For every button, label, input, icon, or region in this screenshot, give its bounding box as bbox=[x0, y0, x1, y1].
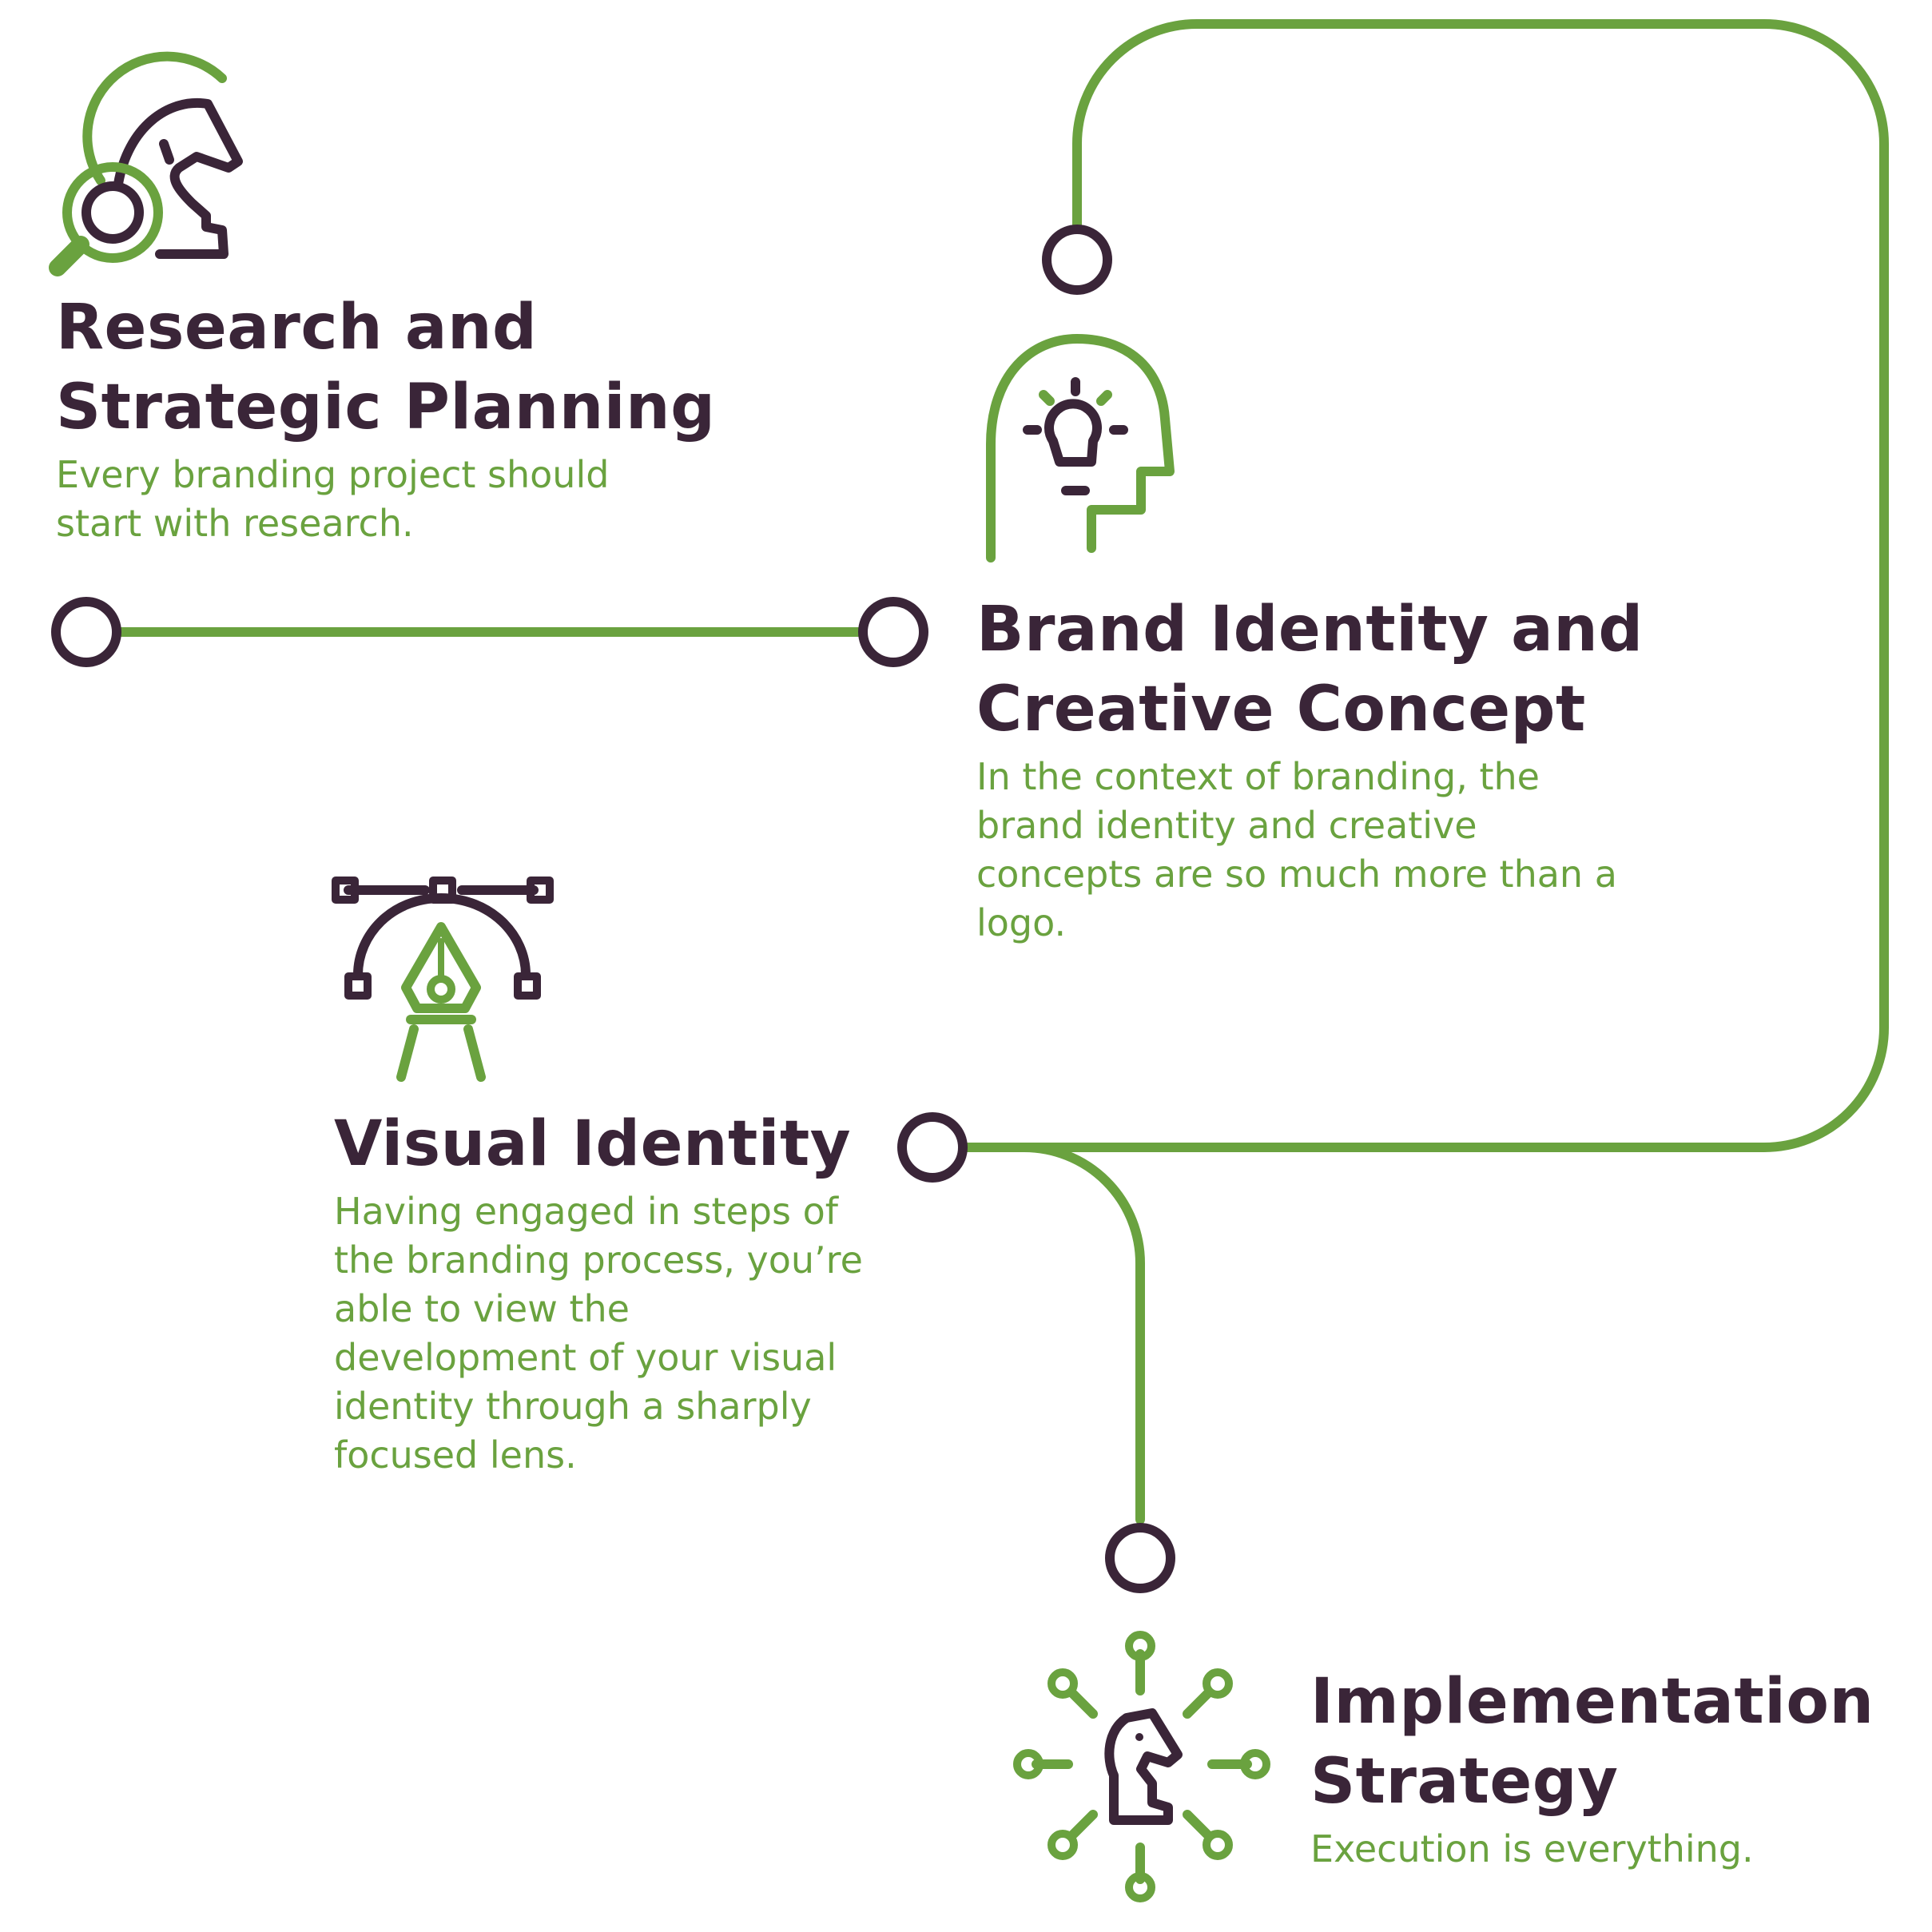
node-visual bbox=[897, 1112, 968, 1183]
node-research bbox=[51, 597, 121, 667]
head-lightbulb-icon bbox=[986, 334, 1175, 563]
node-brand-top bbox=[1042, 225, 1112, 295]
step-research: Research and Strategic Planning Every br… bbox=[56, 288, 775, 548]
step-title-line2: Strategy bbox=[1310, 1746, 1619, 1818]
knight-network-icon bbox=[1013, 1631, 1270, 1902]
step-title-line1: Brand Identity and bbox=[976, 594, 1644, 666]
knight-magnifier-icon bbox=[49, 51, 243, 276]
step-visual-identity: Visual Identity Having engaged in steps … bbox=[334, 1104, 893, 1480]
node-brand-left bbox=[858, 597, 928, 667]
step-brand-identity: Brand Identity and Creative Concept In t… bbox=[976, 590, 1695, 948]
step-title: Implementation Strategy bbox=[1310, 1662, 1902, 1822]
step-description: Every branding project should start with… bbox=[56, 453, 610, 545]
connector-brand-loop bbox=[960, 19, 1889, 1152]
step-description: In the context of branding, the brand id… bbox=[976, 755, 1617, 944]
step-title-line2: Strategic Planning bbox=[56, 372, 716, 443]
step-description: Having engaged in steps of the branding … bbox=[334, 1190, 863, 1477]
step-implementation-strategy: Implementation Strategy Execution is eve… bbox=[1310, 1662, 1902, 1874]
step-title-line2: Creative Concept bbox=[976, 674, 1586, 745]
step-title-line1: Visual Identity bbox=[334, 1108, 852, 1180]
step-title: Visual Identity bbox=[334, 1104, 893, 1184]
pen-tool-bezier-icon bbox=[332, 877, 554, 1082]
step-title-line1: Research and bbox=[56, 292, 538, 364]
step-title: Brand Identity and Creative Concept bbox=[976, 590, 1695, 749]
step-title: Research and Strategic Planning bbox=[56, 288, 775, 447]
step-title-line1: Implementation bbox=[1310, 1666, 1874, 1738]
node-implementation bbox=[1105, 1523, 1175, 1593]
connector-visual-implementation bbox=[1020, 1143, 1145, 1525]
step-description: Execution is everything. bbox=[1310, 1827, 1754, 1870]
